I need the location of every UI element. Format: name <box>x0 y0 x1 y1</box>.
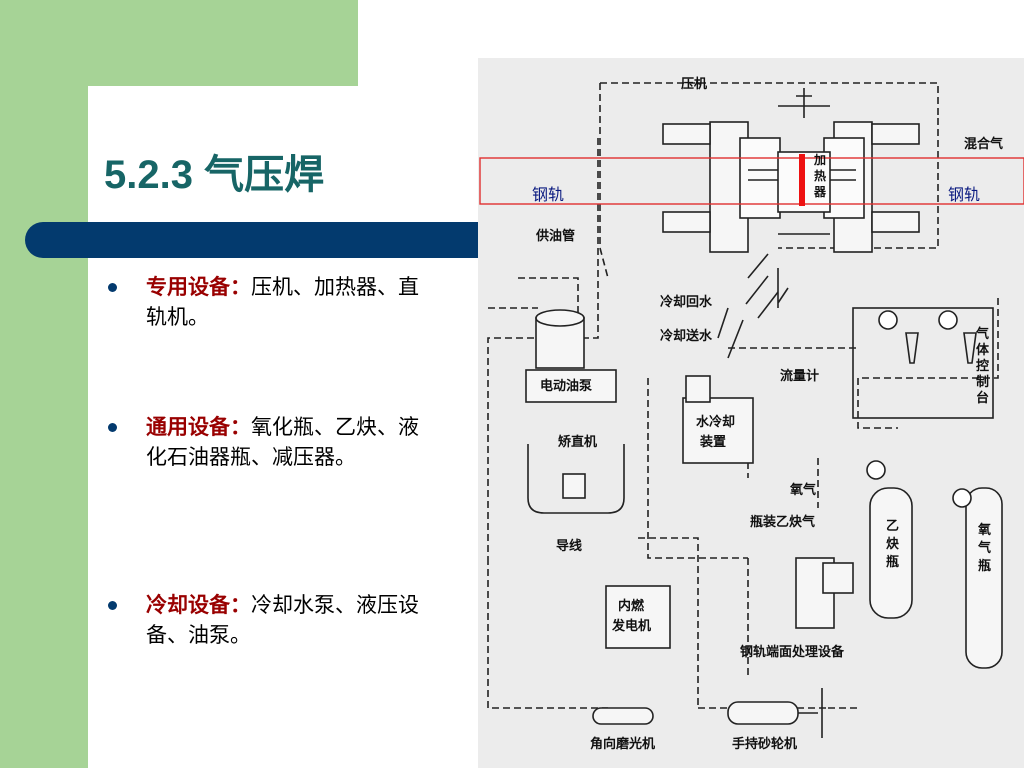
label-gas-console-5: 台 <box>976 390 989 406</box>
bullet-text: 氧化瓶、乙炔、液化石油器瓶、减压器。 <box>146 415 419 469</box>
label-hand-grinder: 手持砂轮机 <box>732 736 797 752</box>
label-cooling-return: 冷却回水 <box>660 294 713 310</box>
gas-pressure-welding-diagram: 压机 混合气 加 热 器 钢轨 钢轨 供油管 冷却回水 冷却送水 电动油泵 水冷… <box>478 58 1024 768</box>
bullet-general-equipment: 通用设备：氧化瓶、乙炔、液化石油器瓶、减压器。 <box>108 412 438 472</box>
label-acetylene-3: 瓶 <box>886 554 899 570</box>
label-oxygen-cyl-3: 瓶 <box>978 558 991 574</box>
label-press: 压机 <box>681 76 707 92</box>
label-generator-2: 发电机 <box>611 618 651 634</box>
bullet-text: 冷却水泵、液压设备、油泵。 <box>146 593 419 647</box>
label-flowmeter: 流量计 <box>780 368 819 384</box>
label-gas-console-2: 体 <box>976 342 990 358</box>
label-heater-2: 热 <box>814 168 826 183</box>
bullet-term: 通用设备： <box>146 414 251 439</box>
label-rail-end-equipment: 钢轨端面处理设备 <box>740 644 845 660</box>
bullet-dot <box>108 423 117 432</box>
label-heater-3: 器 <box>813 185 827 199</box>
label-wire: 导线 <box>556 538 582 554</box>
heater-red-bar <box>799 154 805 206</box>
label-cooling-supply: 冷却送水 <box>660 328 713 344</box>
label-gas-console-4: 制 <box>976 374 989 390</box>
label-water-cooler-1: 水冷却 <box>696 414 735 430</box>
label-water-cooler-2: 装置 <box>699 434 726 450</box>
bullet-text: 压机、加热器、直轨机。 <box>146 275 419 329</box>
label-heater: 加 <box>813 152 826 167</box>
green-side-strip <box>0 0 88 768</box>
bullet-cooling-equipment: 冷却设备：冷却水泵、液压设备、油泵。 <box>108 590 438 650</box>
bullet-special-equipment: 专用设备：压机、加热器、直轨机。 <box>108 272 438 332</box>
label-rail-right: 钢轨 <box>948 185 980 204</box>
label-oil-pipe: 供油管 <box>535 228 575 244</box>
label-gas-console-3: 控 <box>976 358 989 374</box>
bullet-term: 专用设备： <box>146 274 251 299</box>
bullet-dot <box>108 601 117 610</box>
label-acetylene-2: 炔 <box>886 536 899 552</box>
bullet-term: 冷却设备： <box>146 592 251 617</box>
label-oxygen: 氧气 <box>789 482 816 498</box>
label-angle-grinder: 角向磨光机 <box>590 736 655 752</box>
label-oxygen-cyl-2: 气 <box>978 540 991 556</box>
bullet-dot <box>108 283 117 292</box>
label-generator-1: 内燃 <box>618 598 645 614</box>
label-gas-console-1: 气 <box>976 326 989 342</box>
label-rail-left: 钢轨 <box>532 185 564 204</box>
label-electric-pump: 电动油泵 <box>540 378 592 394</box>
label-oxygen-cyl-1: 氧 <box>977 522 991 538</box>
label-straightener: 矫直机 <box>558 434 597 450</box>
label-bottled-acetylene: 瓶装乙炔气 <box>750 514 815 530</box>
rail-highlight-box <box>479 157 1024 205</box>
label-mixed-gas: 混合气 <box>964 136 1003 152</box>
green-top-block <box>0 0 358 86</box>
slide-title: 5.2.3 气压焊 <box>104 153 325 197</box>
label-acetylene-1: 乙 <box>886 519 899 534</box>
